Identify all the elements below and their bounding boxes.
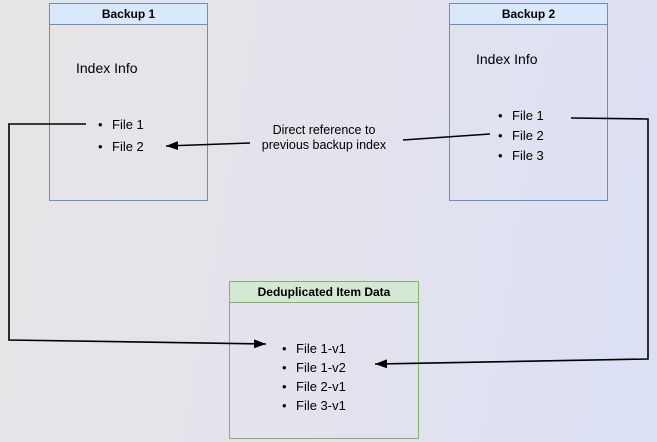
backup1-file-list: File 1 File 2 <box>98 114 144 158</box>
backup2-file-list: File 1 File 2 File 3 <box>498 106 544 166</box>
list-item: File 1-v1 <box>282 339 346 358</box>
list-item: File 3 <box>498 146 544 166</box>
backup1-title: Backup 1 <box>50 4 207 25</box>
list-item: File 1 <box>498 106 544 126</box>
list-item: File 1-v2 <box>282 358 346 377</box>
dedup-title: Deduplicated Item Data <box>230 282 418 303</box>
dedup-file-list: File 1-v1 File 1-v2 File 2-v1 File 3-v1 <box>282 339 346 415</box>
backup2-index-info-label: Index Info <box>476 51 538 67</box>
list-item: File 1 <box>98 114 144 136</box>
annotation-line2: previous backup index <box>261 138 387 152</box>
backup1-box: Backup 1 Index Info File 1 File 2 <box>49 3 208 201</box>
direct-reference-annotation: Direct reference to previous backup inde… <box>243 123 405 153</box>
list-item: File 2-v1 <box>282 377 346 396</box>
annotation-line1: Direct reference to <box>272 123 376 137</box>
deduplicated-item-data-box: Deduplicated Item Data File 1-v1 File 1-… <box>229 281 419 439</box>
list-item: File 2 <box>498 126 544 146</box>
backup1-index-info-label: Index Info <box>76 60 138 76</box>
list-item: File 2 <box>98 136 144 158</box>
list-item: File 3-v1 <box>282 396 346 415</box>
backup2-title: Backup 2 <box>450 4 607 25</box>
backup2-box: Backup 2 Index Info File 1 File 2 File 3 <box>449 3 608 201</box>
